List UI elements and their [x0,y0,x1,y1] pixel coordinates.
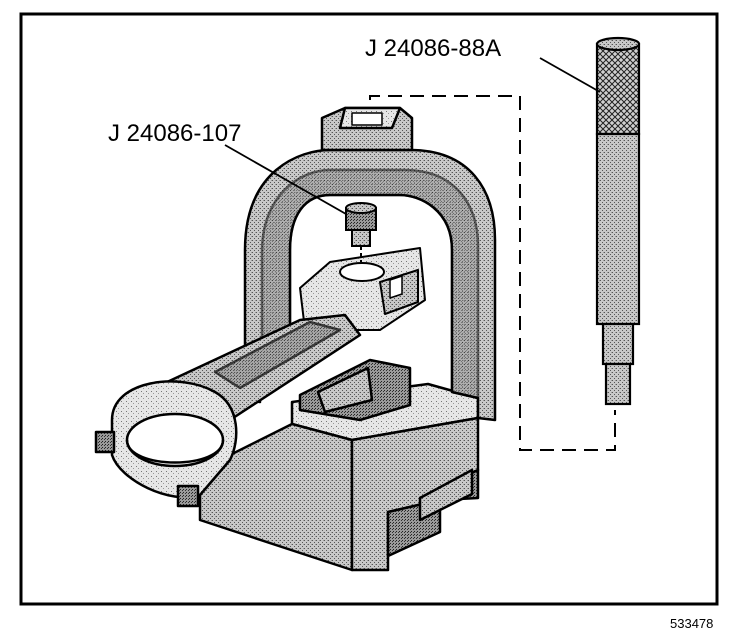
pin-installer-tool [345,202,377,262]
figure-number: 533478 [670,616,713,631]
callout-upper: J 24086-88A [365,35,501,62]
connecting-rod [94,313,412,508]
leader-lower [224,144,347,215]
dashed-leader [369,95,616,451]
pilot-pin-tool [595,36,641,406]
press-arch [243,106,497,422]
leader-upper [539,57,601,93]
fixture-base [198,382,480,572]
callout-lower: J 24086-107 [108,120,241,147]
frame-border [19,12,719,606]
